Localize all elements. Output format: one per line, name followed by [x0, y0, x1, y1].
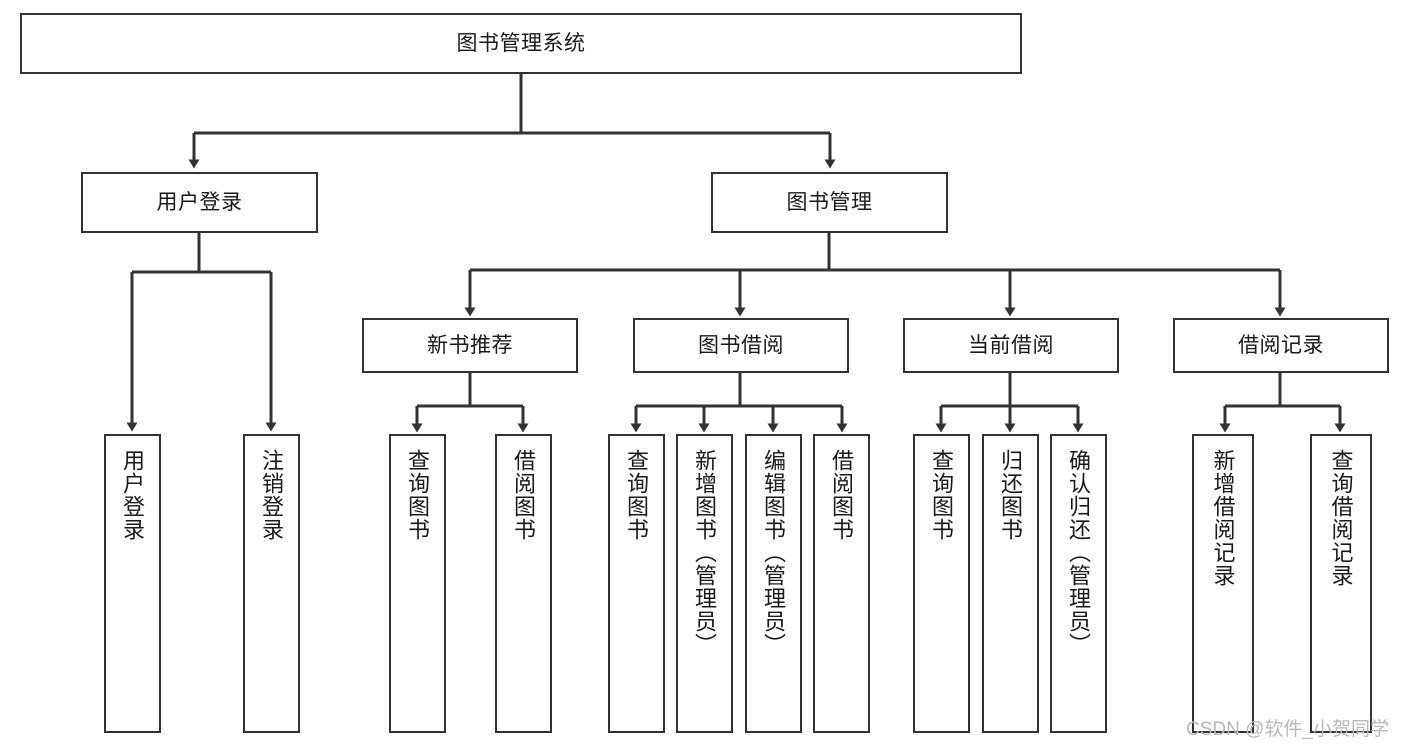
leaf-borrow-add-book[interactable]: 新增图书（管理员）	[676, 434, 733, 733]
leaf-new-book-query-label: 查询图书	[405, 449, 431, 541]
leaf-current-query-book[interactable]: 查询图书	[913, 434, 970, 733]
leaf-new-book-borrow-label: 借阅图书	[511, 449, 537, 541]
leaf-new-book-query[interactable]: 查询图书	[389, 434, 446, 733]
leaf-borrow-borrow-book-label: 借阅图书	[829, 449, 855, 541]
leaf-borrow-borrow-book[interactable]: 借阅图书	[813, 434, 870, 733]
leaf-record-add-label: 新增借阅记录	[1210, 449, 1236, 587]
leaf-current-query-book-label: 查询图书	[929, 449, 955, 541]
node-book-borrow[interactable]: 图书借阅	[633, 318, 849, 373]
leaf-borrow-edit-book-label: 编辑图书（管理员）	[761, 449, 787, 656]
leaf-record-query[interactable]: 查询借阅记录	[1310, 434, 1372, 733]
node-user-login-label: 用户登录	[156, 190, 243, 214]
leaf-borrow-query-book-label: 查询图书	[624, 449, 650, 541]
node-book-management-label: 图书管理	[786, 190, 873, 214]
leaf-current-confirm-return-label: 确认归还（管理员）	[1066, 449, 1092, 656]
node-book-borrow-label: 图书借阅	[698, 333, 784, 357]
watermark: CSDN @软件_小贺同学	[1186, 719, 1389, 740]
leaf-logout[interactable]: 注销登录	[243, 434, 300, 733]
node-root[interactable]: 图书管理系统	[20, 13, 1022, 74]
leaf-logout-label: 注销登录	[259, 449, 285, 541]
leaf-user-login[interactable]: 用户登录	[104, 434, 161, 733]
node-root-label: 图书管理系统	[456, 31, 586, 55]
leaf-borrow-query-book[interactable]: 查询图书	[608, 434, 665, 733]
leaf-borrow-add-book-label: 新增图书（管理员）	[692, 449, 718, 656]
leaf-current-return-book-label: 归还图书	[998, 449, 1024, 541]
node-new-book-recommend-label: 新书推荐	[427, 333, 513, 357]
node-borrow-record-label: 借阅记录	[1238, 333, 1324, 357]
leaf-new-book-borrow[interactable]: 借阅图书	[495, 434, 552, 733]
leaf-record-query-label: 查询借阅记录	[1328, 449, 1354, 587]
node-new-book-recommend[interactable]: 新书推荐	[362, 318, 578, 373]
node-borrow-record[interactable]: 借阅记录	[1173, 318, 1389, 373]
node-book-management[interactable]: 图书管理	[711, 172, 948, 233]
leaf-borrow-edit-book[interactable]: 编辑图书（管理员）	[745, 434, 802, 733]
leaf-user-login-label: 用户登录	[120, 449, 146, 541]
leaf-record-add[interactable]: 新增借阅记录	[1192, 434, 1254, 733]
node-current-borrow-label: 当前借阅	[968, 333, 1054, 357]
leaf-current-confirm-return[interactable]: 确认归还（管理员）	[1050, 434, 1107, 733]
leaf-current-return-book[interactable]: 归还图书	[982, 434, 1039, 733]
node-user-login[interactable]: 用户登录	[81, 172, 318, 233]
node-current-borrow[interactable]: 当前借阅	[903, 318, 1119, 373]
